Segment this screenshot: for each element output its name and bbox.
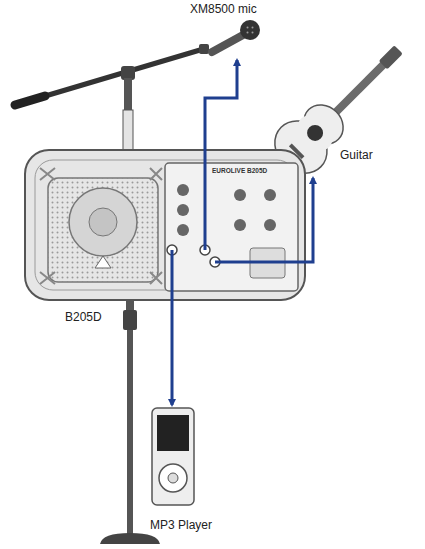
guitar-device: Guitar (275, 30, 395, 178)
device-label: MP3 Player (150, 518, 212, 532)
panel-label: EUROLIVE B205D (212, 167, 267, 175)
signal-cable (205, 60, 237, 150)
signal-cable (305, 178, 313, 262)
mic-device: XM8500 mic (185, 0, 270, 60)
signal-cable (171, 300, 174, 405)
device-label: Guitar (340, 148, 373, 162)
mp3-player: MP3 Player (145, 405, 220, 533)
device-label: B205D (65, 310, 102, 324)
device-label: XM8500 mic (190, 2, 257, 16)
